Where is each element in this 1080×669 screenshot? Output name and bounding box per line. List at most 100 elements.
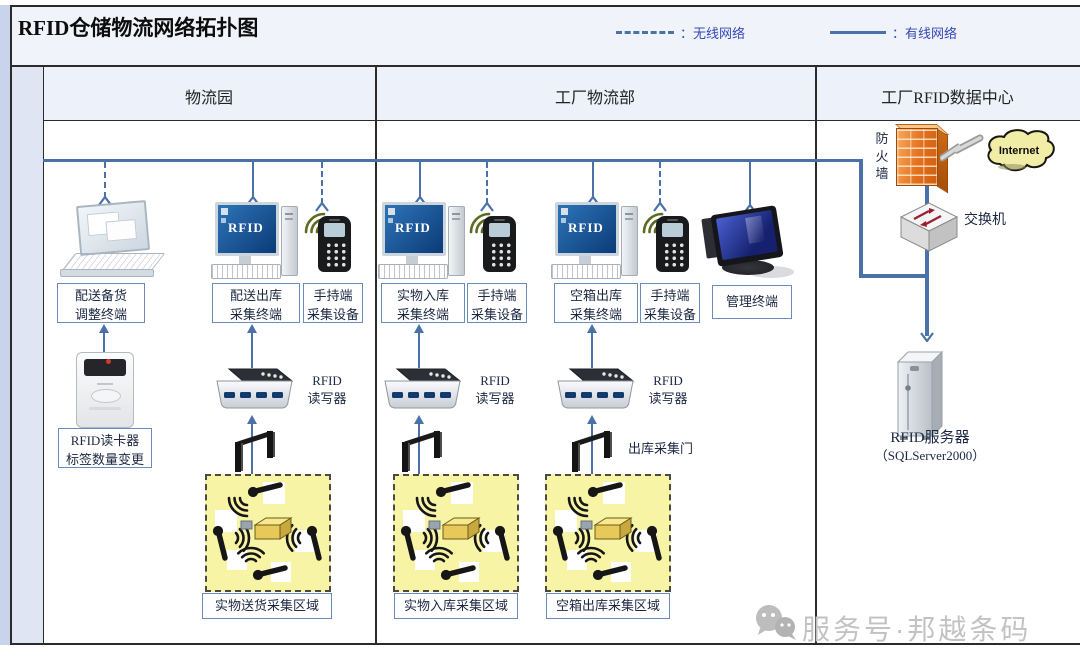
drop-wireless-phone3 [659, 162, 661, 204]
phone-earpiece [329, 219, 340, 221]
label-inbound-terminal: 实物入库 采集终端 [381, 283, 465, 323]
link-area1 [251, 423, 253, 475]
label-line1: 手持端 [313, 288, 353, 303]
drop-wired-terminal2 [419, 162, 421, 198]
laptop-device [60, 200, 166, 281]
label-line2: 读写器 [475, 390, 515, 406]
narrow-column-bg [12, 67, 43, 643]
border-bottom [10, 643, 1080, 645]
label-line2: 调整终端 [74, 306, 127, 322]
monitor-stand [579, 256, 591, 264]
rfid-terminal-inbound: RFID [378, 202, 470, 282]
internet-cloud: Internet [987, 129, 1055, 172]
rfid-reader1-device [216, 368, 294, 409]
label-line2: 采集设备 [306, 306, 359, 322]
handheld-phone2 [465, 208, 521, 278]
label-rfid-reader2: RFID 读写器 [473, 372, 517, 407]
label-rfid-reader3: RFID 读写器 [646, 372, 690, 407]
monitor-stand [239, 256, 251, 264]
label-line2: 读写器 [307, 390, 347, 406]
rfid-card-reader-device [76, 352, 134, 428]
terminal-monitor: RFID [382, 202, 446, 256]
terminal-tower [448, 206, 465, 276]
firewall-device [894, 124, 952, 194]
arrow-up-to-laptop-label [99, 324, 109, 333]
rfid-reader2-device [384, 368, 462, 409]
label-line2: 标签数量变更 [65, 451, 144, 467]
phone-screen [324, 223, 345, 237]
monitor-stand [406, 256, 418, 264]
label-firewall: 防火墙 [875, 131, 889, 182]
rfid-reader3-device [557, 368, 635, 409]
collection-gate1 [235, 430, 275, 472]
cardreader-led [106, 359, 111, 364]
drop-wireless-phone1 [321, 162, 323, 204]
screen-square-icon [388, 218, 393, 223]
phone-body [318, 216, 351, 272]
drop-wired-terminal1 [252, 162, 254, 198]
terminal-screen-text: RFID [568, 220, 604, 235]
arrow-up-area1 [247, 415, 257, 424]
collection-gate3 [572, 430, 612, 472]
label-switch: 交换机 [964, 213, 1006, 228]
terminal-monitor: RFID [555, 202, 619, 256]
phone-keypad [489, 241, 511, 267]
laptop-screen [75, 200, 151, 256]
title-row-bg [10, 5, 1080, 65]
link-cardreader [103, 332, 105, 352]
label-line1: 手持端 [477, 288, 517, 303]
cardreader-display [84, 359, 126, 376]
screen-square-icon [221, 218, 226, 223]
cardreader-slot [89, 407, 121, 410]
legend-wired-label: ：有线网络 [892, 26, 958, 41]
arrow-up-area3 [587, 415, 597, 424]
terminal-screen-text: RFID [395, 220, 431, 235]
border-col1-col2 [375, 65, 377, 645]
handheld-phone3 [638, 208, 694, 278]
label-emptybox-terminal: 空箱出库 采集终端 [554, 283, 638, 323]
label-dispatch-out-terminal: 配送出库 采集终端 [212, 283, 300, 323]
label-server-name: RFID服务器 [890, 430, 970, 446]
label-area-emptybox: 空箱出库采集区域 [546, 593, 670, 619]
internet-label: Internet [999, 145, 1040, 157]
laptop-window2 [105, 219, 138, 242]
screen-square-icon [561, 208, 568, 215]
drop-wireless-laptop [104, 162, 106, 198]
label-line2: 采集终端 [229, 306, 282, 322]
left-accent-strip [0, 5, 10, 645]
label-mgmt-terminal: 管理终端 [712, 285, 792, 319]
label-line1: 配送备货 [74, 288, 127, 303]
link-area3 [591, 423, 593, 475]
terminal-keyboard [211, 264, 281, 279]
label-line2: 采集终端 [569, 306, 622, 322]
screen-square-icon [388, 208, 395, 215]
label-line1: RFID [653, 373, 683, 388]
switch-device [899, 202, 959, 252]
link-reader3 [591, 332, 593, 368]
phone-earpiece [494, 219, 505, 221]
phone-body [483, 216, 516, 272]
rfid-server-device [896, 350, 944, 440]
arrow-down-to-server [920, 332, 934, 342]
link-reader1 [251, 332, 253, 368]
arrow-up-area2 [414, 415, 424, 424]
arrow-phone2 [480, 202, 494, 212]
collection-area-inbound [393, 474, 519, 592]
label-line1: 实物入库 [396, 288, 449, 303]
label-rfid-reader1: RFID 读写器 [305, 372, 349, 407]
border-narrow-col [43, 65, 44, 645]
border-left [10, 5, 12, 645]
wechat-icon [756, 605, 796, 640]
header-row-bg [43, 67, 1080, 120]
collection-area-delivery [205, 474, 331, 592]
border-header-bottom [43, 120, 1080, 121]
terminal-tower [281, 206, 298, 276]
header-factory-logistics: 工厂物流部 [554, 90, 635, 107]
drop-wireless-phone2 [486, 162, 488, 204]
arrow-up-reader3 [587, 324, 597, 333]
label-dispatch-prep-terminal: 配送备货 调整终端 [57, 283, 145, 323]
terminal-monitor: RFID [215, 202, 279, 256]
terminal-screen-text: RFID [228, 220, 264, 235]
page-title: RFID仓储物流网络拓扑图 [18, 16, 259, 40]
laptop-base-front [60, 269, 154, 277]
